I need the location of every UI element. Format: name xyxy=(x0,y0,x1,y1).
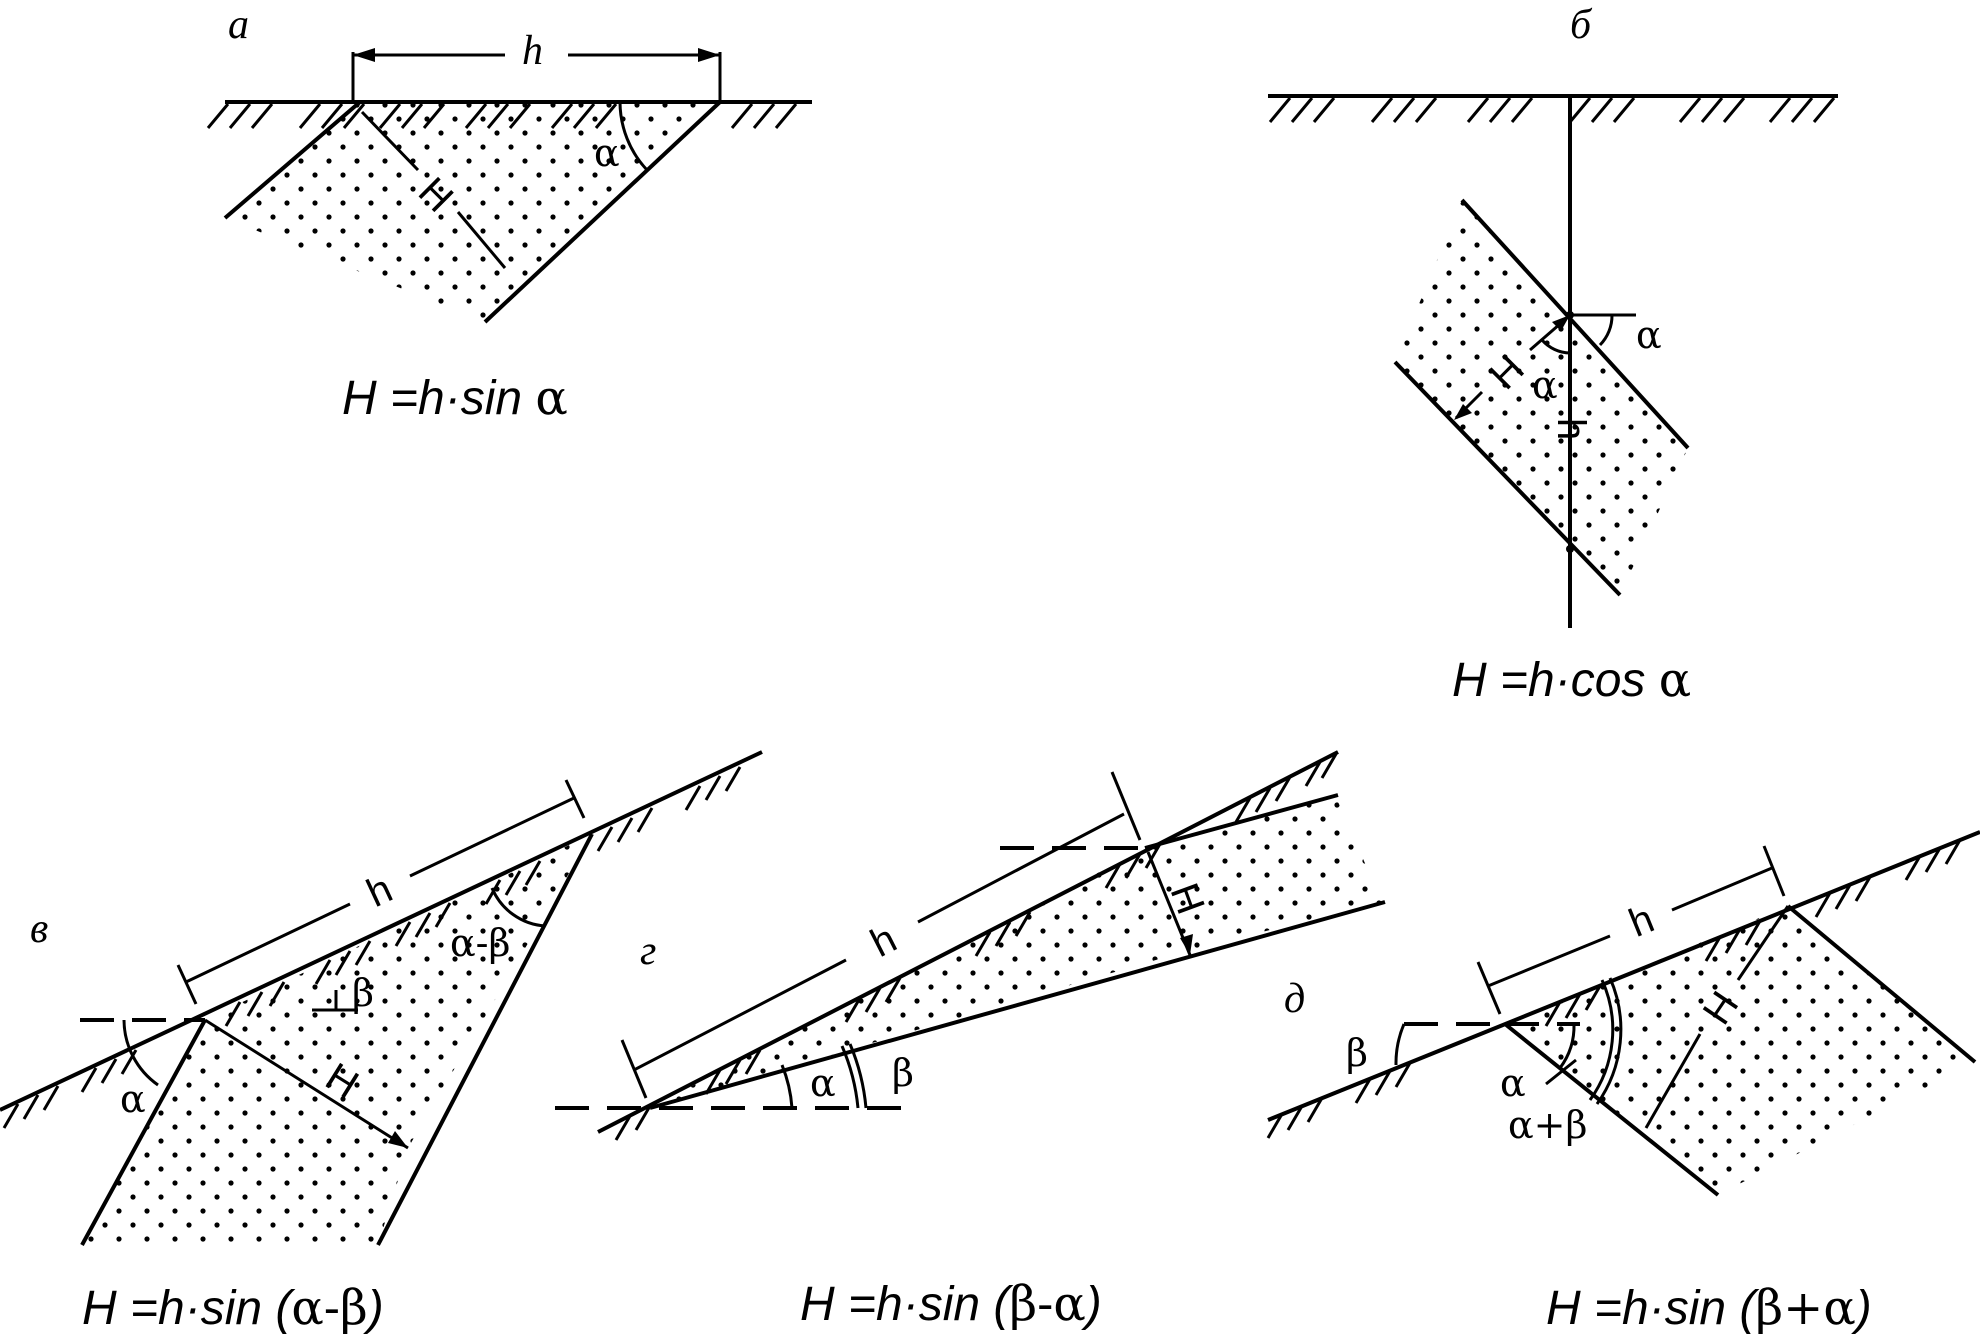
panel-g-hatching xyxy=(614,753,1338,1141)
panel-d-h-dim-lower xyxy=(1487,934,1611,988)
panel-b-alpha-label-left: α xyxy=(1532,363,1558,407)
panel-d-beta-label: β xyxy=(1346,1031,1368,1075)
panel-b-lower-intersection xyxy=(1566,545,1574,553)
panel-d-H-dim-bottom xyxy=(1644,1033,1702,1129)
panel-v-h-ext-right xyxy=(564,779,586,819)
panel-b-formula: H =h·cos α xyxy=(1452,652,1691,708)
panel-a-H-dim-top xyxy=(360,110,420,172)
panel-v-layer xyxy=(82,834,592,1245)
panel-g-lower-contact xyxy=(649,900,1386,1110)
panel-v-hatching xyxy=(2,766,742,1129)
panel-v-alpha-label: α xyxy=(120,1077,146,1121)
panel-v-label: в xyxy=(30,906,48,952)
panel-d-alpha-label: α xyxy=(1500,1061,1526,1105)
panel-g-upper-contact xyxy=(1144,793,1339,850)
panel-b-hatching xyxy=(1268,97,1836,123)
panel-b-H-arrow-bottom xyxy=(1454,404,1472,420)
panel-d-alpha-plus-beta-label: α+β xyxy=(1508,1103,1587,1147)
panel-b-upper-contact xyxy=(1460,198,1690,450)
panel-g-h-label: h xyxy=(864,917,904,966)
panel-v-upper-contact xyxy=(80,1019,207,1246)
panel-d-alpha-plus-beta-leader xyxy=(1545,1058,1577,1086)
panel-g-alpha-arc xyxy=(780,1064,794,1109)
panel-d-h-label: h xyxy=(1623,897,1660,946)
panel-a-H-dim-bottom xyxy=(456,211,507,269)
panel-b-alpha-arc-right xyxy=(1598,314,1614,347)
panel-a-formula: H =h·sin α xyxy=(342,370,568,426)
panel-d: д H h β α α+β H =h·sin ( xyxy=(1266,830,1980,1336)
panel-a-hatching xyxy=(206,103,798,129)
panel-g-ground-slope xyxy=(597,750,1339,1134)
panel-b-lower-contact xyxy=(1393,360,1622,597)
panel-d-upper-contact xyxy=(1503,1022,1720,1197)
panel-b-label: б xyxy=(1570,2,1593,48)
panel-v-beta-label: β xyxy=(352,971,374,1015)
panel-v-h-dim-lower xyxy=(185,902,351,984)
panel-b-alpha-label-right: α xyxy=(1636,313,1662,357)
panel-d-label: д xyxy=(1284,976,1305,1022)
panel-d-alpha-arc xyxy=(1558,1023,1576,1069)
panel-b-h-label: h xyxy=(1549,418,1593,440)
panel-v-H-arrow xyxy=(388,1131,408,1148)
panel-b: б α α H h H =h·cos α xyxy=(1268,2,1838,708)
panel-d-formula: H =h·sin (β+α) xyxy=(1546,1280,1872,1336)
panel-v-alpha-arc xyxy=(122,1019,159,1087)
panel-a-h-arrow-left xyxy=(353,48,375,62)
panel-v-ground-slope xyxy=(0,750,763,1112)
panel-v-H-line xyxy=(204,1018,409,1150)
panel-d-h-ext-left xyxy=(1476,961,1502,1015)
panel-b-layer xyxy=(1395,200,1688,595)
panel-g-h-dim-lower xyxy=(633,958,847,1072)
panel-g-layer xyxy=(650,795,1382,1108)
panel-g-h-ext-right xyxy=(1110,771,1142,841)
panel-b-upper-intersection xyxy=(1566,311,1574,319)
panel-a-layer xyxy=(225,102,720,322)
panel-b-H-arrow-top xyxy=(1552,315,1570,331)
panel-d-alpha-plus-beta-arc-double xyxy=(1595,977,1623,1105)
panel-v-formula: H =h·sin (α-β) xyxy=(82,1280,384,1336)
panel-d-h-dim-upper xyxy=(1671,866,1773,912)
panel-v: в H h α β α-β H =h·s xyxy=(0,750,763,1336)
panel-d-hatching xyxy=(1266,839,1962,1139)
panel-d-H-dim-top xyxy=(1736,905,1790,981)
panel-g-label: г xyxy=(640,928,656,974)
panel-g-formula: H =h·sin (β-α) xyxy=(800,1276,1102,1332)
panel-a-label: а xyxy=(228,2,249,48)
panel-a: а h H α H =h·sin α xyxy=(206,2,812,426)
panel-a-upper-contact xyxy=(223,100,362,220)
panel-g-H-arrow xyxy=(1180,934,1193,955)
panel-a-alpha-label: α xyxy=(594,131,620,175)
panel-g-beta-label: β xyxy=(892,1051,914,1095)
panel-d-beta-arc xyxy=(1394,1023,1406,1066)
panel-v-alpha-beta-arc xyxy=(490,887,546,928)
panel-a-h-arrow-right xyxy=(698,48,720,62)
panel-b-alpha-arc-left xyxy=(1540,338,1571,355)
panel-v-alpha-beta-label: α-β xyxy=(450,921,510,965)
panel-v-lower-contact xyxy=(376,833,594,1246)
panel-g-h-ext-left xyxy=(620,1039,648,1099)
panel-v-h-label: h xyxy=(360,867,399,916)
panel-d-h-ext-right xyxy=(1762,845,1786,897)
panel-a-h-label: h xyxy=(522,28,543,74)
panel-g-beta-arc-double xyxy=(848,1043,868,1109)
panel-d-lower-contact xyxy=(1786,904,1977,1064)
panel-g-h-dim-upper xyxy=(917,812,1125,924)
panel-g-beta-arc xyxy=(840,1045,860,1109)
panel-g-alpha-label: α xyxy=(810,1061,836,1105)
panel-g: г H h α β H =h·sin (β-α) xyxy=(555,750,1386,1332)
panel-a-alpha-arc xyxy=(618,101,649,172)
panel-d-ground-slope xyxy=(1267,830,1980,1122)
panel-v-h-ext-left xyxy=(176,964,198,1005)
panel-v-h-dim-upper xyxy=(409,796,575,878)
panel-d-alpha-plus-beta-arc xyxy=(1588,979,1615,1101)
panel-a-lower-contact xyxy=(483,100,722,324)
